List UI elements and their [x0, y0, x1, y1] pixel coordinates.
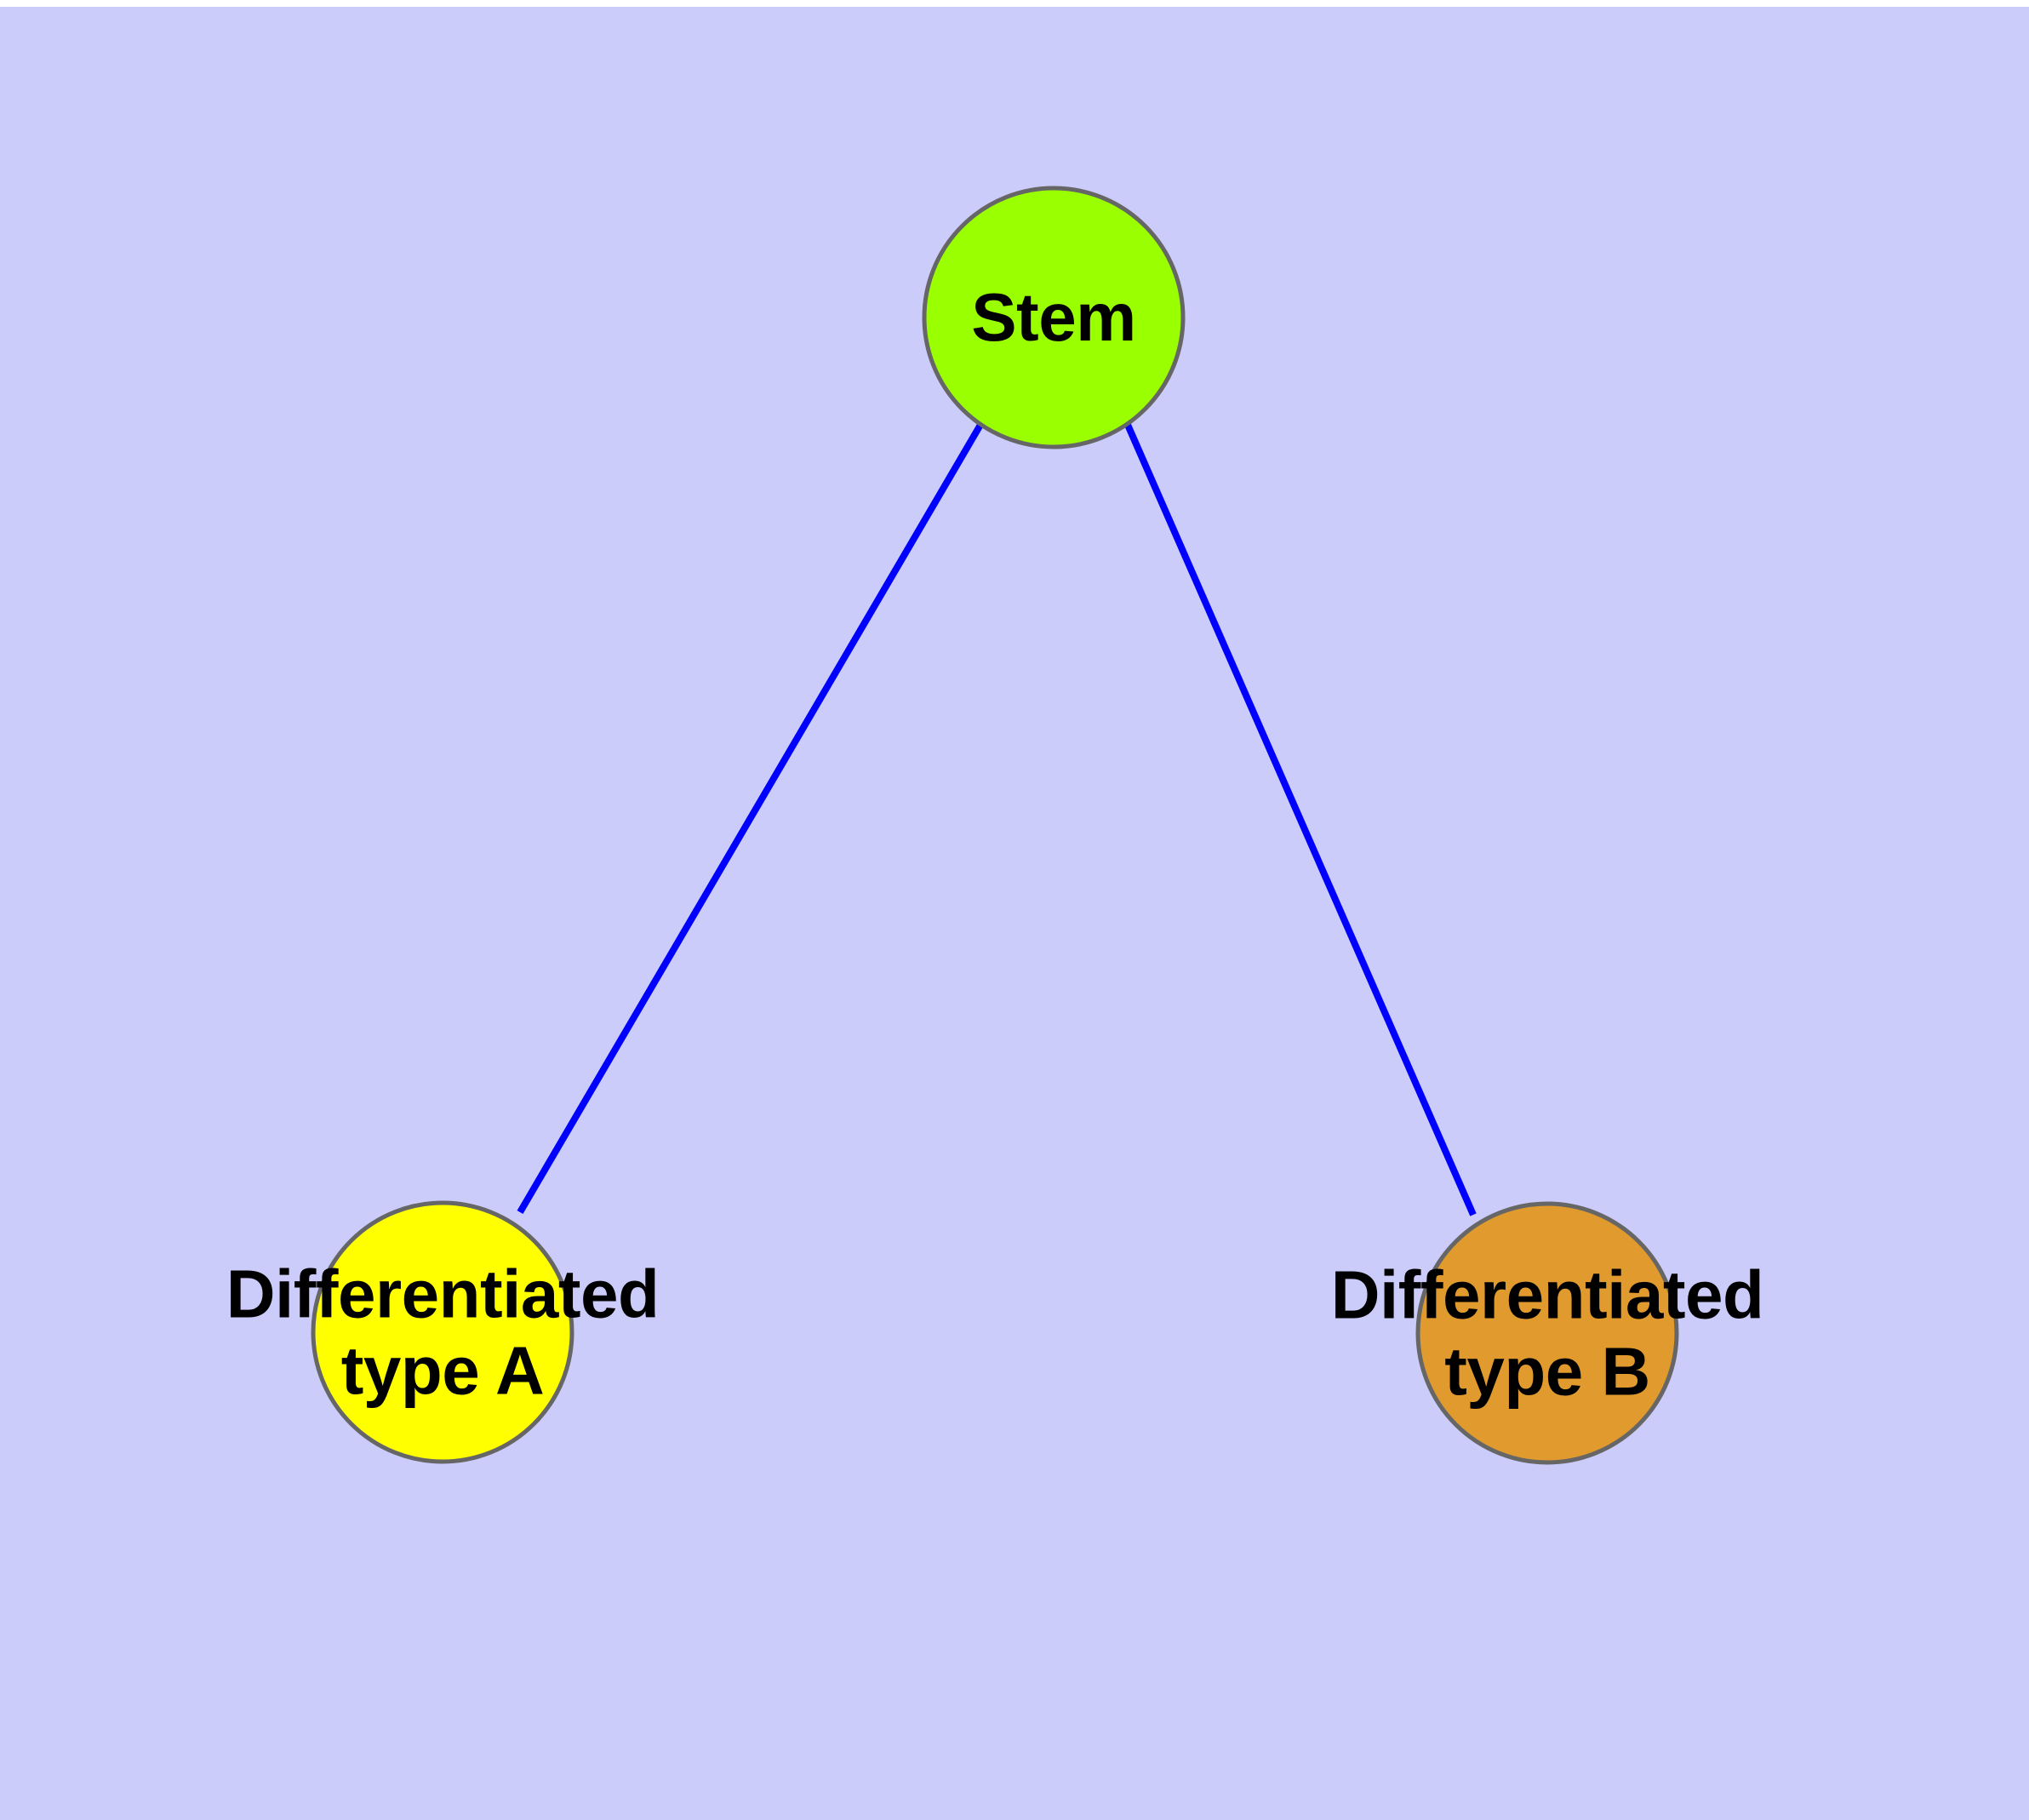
graph-node-diff_a[interactable]	[311, 1200, 574, 1464]
graph-node-stem[interactable]	[922, 186, 1186, 449]
graph-node-diff_b[interactable]	[1415, 1201, 1679, 1465]
graph-edge-stem-to-a[interactable]	[517, 422, 984, 1215]
nodes-layer	[311, 186, 1679, 1465]
graph-edge-stem-to-b[interactable]	[1124, 423, 1477, 1216]
edges-layer	[517, 422, 1477, 1216]
